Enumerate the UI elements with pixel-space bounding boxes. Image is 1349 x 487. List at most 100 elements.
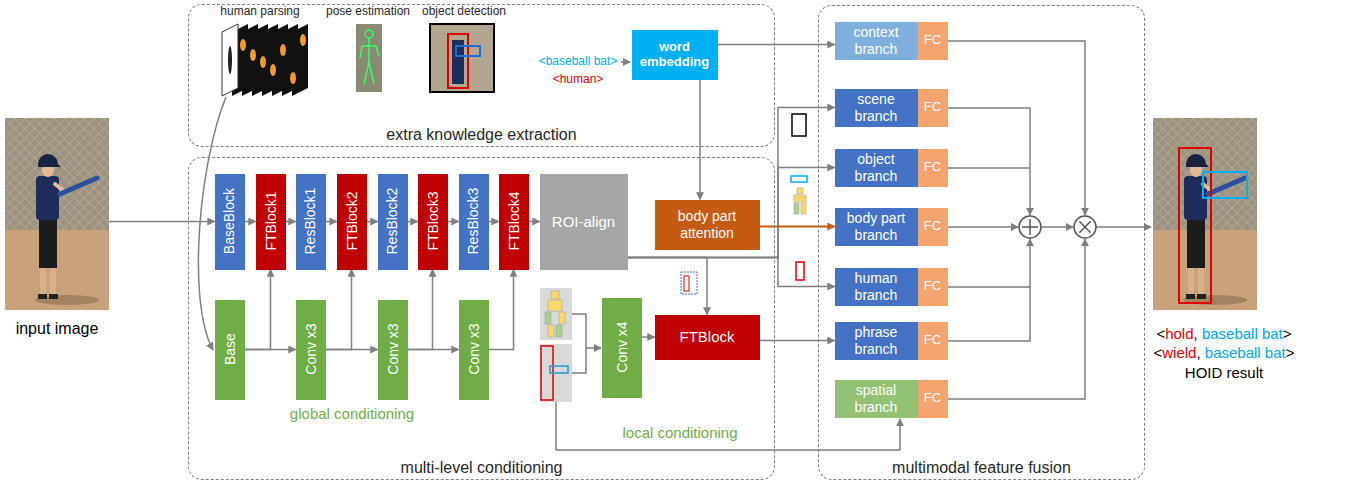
object-icon xyxy=(791,176,807,182)
pose-crop xyxy=(548,300,562,311)
product-symbol xyxy=(1074,216,1096,238)
class-tag-text: <baseball bat> xyxy=(539,54,618,68)
layout-wire xyxy=(1041,226,1073,228)
result-part: baseball bat xyxy=(1205,344,1286,361)
flow-arrow xyxy=(245,270,271,350)
region-label: extra knowledge extraction xyxy=(386,126,576,144)
conv-block: Conv x3 xyxy=(296,300,326,400)
pose-crop xyxy=(545,291,565,337)
region-label: multi-level conditioning xyxy=(401,459,563,477)
human-icon xyxy=(796,262,804,280)
node-label: Conv x3 xyxy=(302,324,318,375)
node-label: Conv x3 xyxy=(465,324,481,375)
fc-box: FC xyxy=(918,22,948,60)
stage-note-text: local conditioning xyxy=(622,424,737,441)
result-part: < xyxy=(1154,344,1163,361)
ft-block: FTBlock xyxy=(655,315,760,360)
pair-crop xyxy=(550,366,568,373)
flow-arrow xyxy=(367,221,378,223)
flow-arrow xyxy=(489,270,514,350)
node-label: input image xyxy=(16,319,99,340)
sum-symbol xyxy=(1019,216,1041,238)
layout-wire xyxy=(948,226,1018,228)
ft-block: FTBlock1 xyxy=(256,174,286,270)
res-block: ResBlock2 xyxy=(378,174,408,270)
node-label: ResBlock1 xyxy=(302,188,318,255)
object-icon xyxy=(791,176,807,182)
body-part-icon xyxy=(801,203,806,214)
attention-box: body part attention xyxy=(655,200,760,250)
layout-wire xyxy=(948,108,1030,215)
body-part-icon xyxy=(794,188,806,214)
branch-box: spatial branch xyxy=(835,380,918,418)
detection-image xyxy=(456,46,480,56)
parsing-maps xyxy=(222,24,308,96)
node-label: object branch xyxy=(838,151,915,183)
scene-icon xyxy=(792,114,806,136)
branch-box: context branch xyxy=(835,22,918,60)
flow-arrow xyxy=(760,226,835,228)
input-photo xyxy=(5,118,109,310)
flow-arrow xyxy=(718,44,835,46)
image-caption-text: object detection xyxy=(422,4,506,18)
layout-wire xyxy=(948,167,1030,169)
flow-arrow xyxy=(326,221,337,223)
fc-box: FC xyxy=(918,322,948,360)
node-label: Conv x4 xyxy=(613,322,629,373)
conv-block: Base xyxy=(215,300,245,400)
fc-box: FC xyxy=(918,149,948,187)
embedding-box: word embedding xyxy=(632,30,718,80)
layout-wire xyxy=(948,41,1085,215)
pose-image xyxy=(356,24,382,92)
flow-arrow xyxy=(489,221,499,223)
result-part: , xyxy=(1194,325,1202,342)
ft-block: FTBlock3 xyxy=(418,174,448,270)
pose-crop xyxy=(545,312,551,324)
node-label: FC xyxy=(924,100,941,115)
flow-arrow xyxy=(642,336,655,338)
flow-arrow xyxy=(408,221,418,223)
node-label: FTBlock1 xyxy=(262,192,278,251)
result-part: wield xyxy=(1162,344,1196,361)
node-label: spatial branch xyxy=(838,382,915,414)
flow-arrow xyxy=(326,270,352,350)
node-label: FTBlock2 xyxy=(343,192,359,251)
node-label: FC xyxy=(924,219,941,234)
class-tag: <human> xyxy=(468,72,688,86)
fc-box: FC xyxy=(918,89,948,127)
pair-crop xyxy=(540,344,572,402)
hoid-result: <hold, baseball bat><wield, baseball bat… xyxy=(1149,118,1299,382)
image-caption: human parsing xyxy=(150,4,370,18)
result-part: > xyxy=(1283,325,1292,342)
flow-arrow xyxy=(628,168,835,258)
branch-box: scene branch xyxy=(835,89,918,127)
image-caption-text: human parsing xyxy=(220,4,299,18)
conv-block: Conv x4 xyxy=(602,298,642,398)
sum-symbol xyxy=(1019,216,1041,238)
branch-box: phrase branch xyxy=(835,322,918,360)
flow-arrow xyxy=(408,270,433,350)
result-photo xyxy=(1153,118,1257,310)
pose-crop xyxy=(556,325,562,337)
detection-image xyxy=(430,24,494,92)
region-label: multimodal feature fusion xyxy=(892,459,1071,477)
stage-note-text: global conditioning xyxy=(290,405,414,422)
result-photo xyxy=(1203,172,1247,198)
layout-wire xyxy=(1096,226,1151,228)
node-label: Conv x3 xyxy=(384,324,400,375)
flow-arrow xyxy=(286,221,296,223)
branch-box: human branch xyxy=(835,268,918,306)
result-part: > xyxy=(1286,344,1295,361)
node-label: ResBlock2 xyxy=(384,188,400,255)
node-label: FTBlock xyxy=(679,328,734,345)
result-part: hold xyxy=(1165,325,1193,342)
node-label: scene branch xyxy=(838,91,915,123)
result-photo xyxy=(1153,118,1257,310)
base-block: BaseBlock xyxy=(215,174,245,270)
pose-image xyxy=(365,30,373,38)
conv-block: Conv x3 xyxy=(459,300,489,400)
layout-wire xyxy=(948,239,1085,399)
flow-arrow xyxy=(245,221,256,223)
input-image: input image xyxy=(5,118,109,340)
ft-block: FTBlock2 xyxy=(337,174,367,270)
